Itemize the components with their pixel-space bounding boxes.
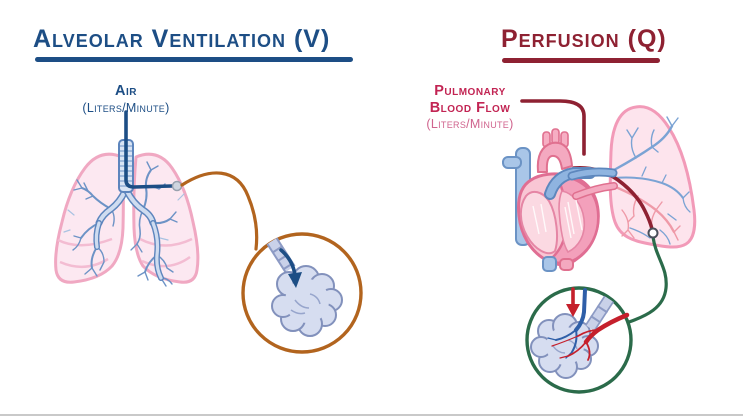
- bottom-divider-line: [0, 414, 743, 416]
- air-label: Air: [115, 83, 137, 99]
- ventilation-title: Alveolar Ventilation (V): [33, 25, 331, 53]
- blood-flow-label: Blood Flow: [429, 99, 511, 116]
- pulmonary-blood-flow-label-block: Pulmonary Blood Flow (Liters/Minute): [400, 83, 540, 132]
- blood-flow-arrow: [566, 287, 580, 317]
- heart-lung-perfusion-illustration: [502, 99, 697, 394]
- capillary-magnifier-circle: [525, 286, 633, 394]
- blood-flow-label-connector: [520, 99, 586, 156]
- alveolus-magnifier-circle: [241, 232, 363, 354]
- magnifier-anchor-point-right: [647, 227, 659, 239]
- lungs-ventilation-illustration: [54, 110, 363, 354]
- air-label-block: Air (Liters/Minute): [46, 83, 206, 115]
- alveolus-cluster: [271, 265, 343, 337]
- magnifier-connector-orange: [180, 171, 259, 251]
- heart-to-lung-vessels: [567, 167, 618, 200]
- bronchiole-right: [584, 295, 615, 332]
- air-flow-arrow: [124, 110, 174, 189]
- air-unit-label: (Liters/Minute): [82, 100, 170, 115]
- main-bronchi: [93, 187, 164, 281]
- air-into-alveolus-arrow: [279, 248, 302, 288]
- pulmonary-label: Pulmonary: [434, 83, 506, 99]
- red-capillary-vessel: [551, 312, 630, 361]
- magnifier-connector-green: [627, 235, 668, 324]
- perfusion-title: Perfusion (Q): [501, 25, 667, 53]
- lung-blue-vessels: [612, 116, 691, 245]
- lung-red-vessels: [611, 184, 681, 241]
- flow-unit-label: (Liters/Minute): [426, 117, 514, 132]
- magnifier-anchor-point: [171, 180, 183, 192]
- perfusion-title-underline: [502, 58, 660, 63]
- ventilation-title-underline: [35, 57, 353, 62]
- bronchiole: [266, 237, 296, 273]
